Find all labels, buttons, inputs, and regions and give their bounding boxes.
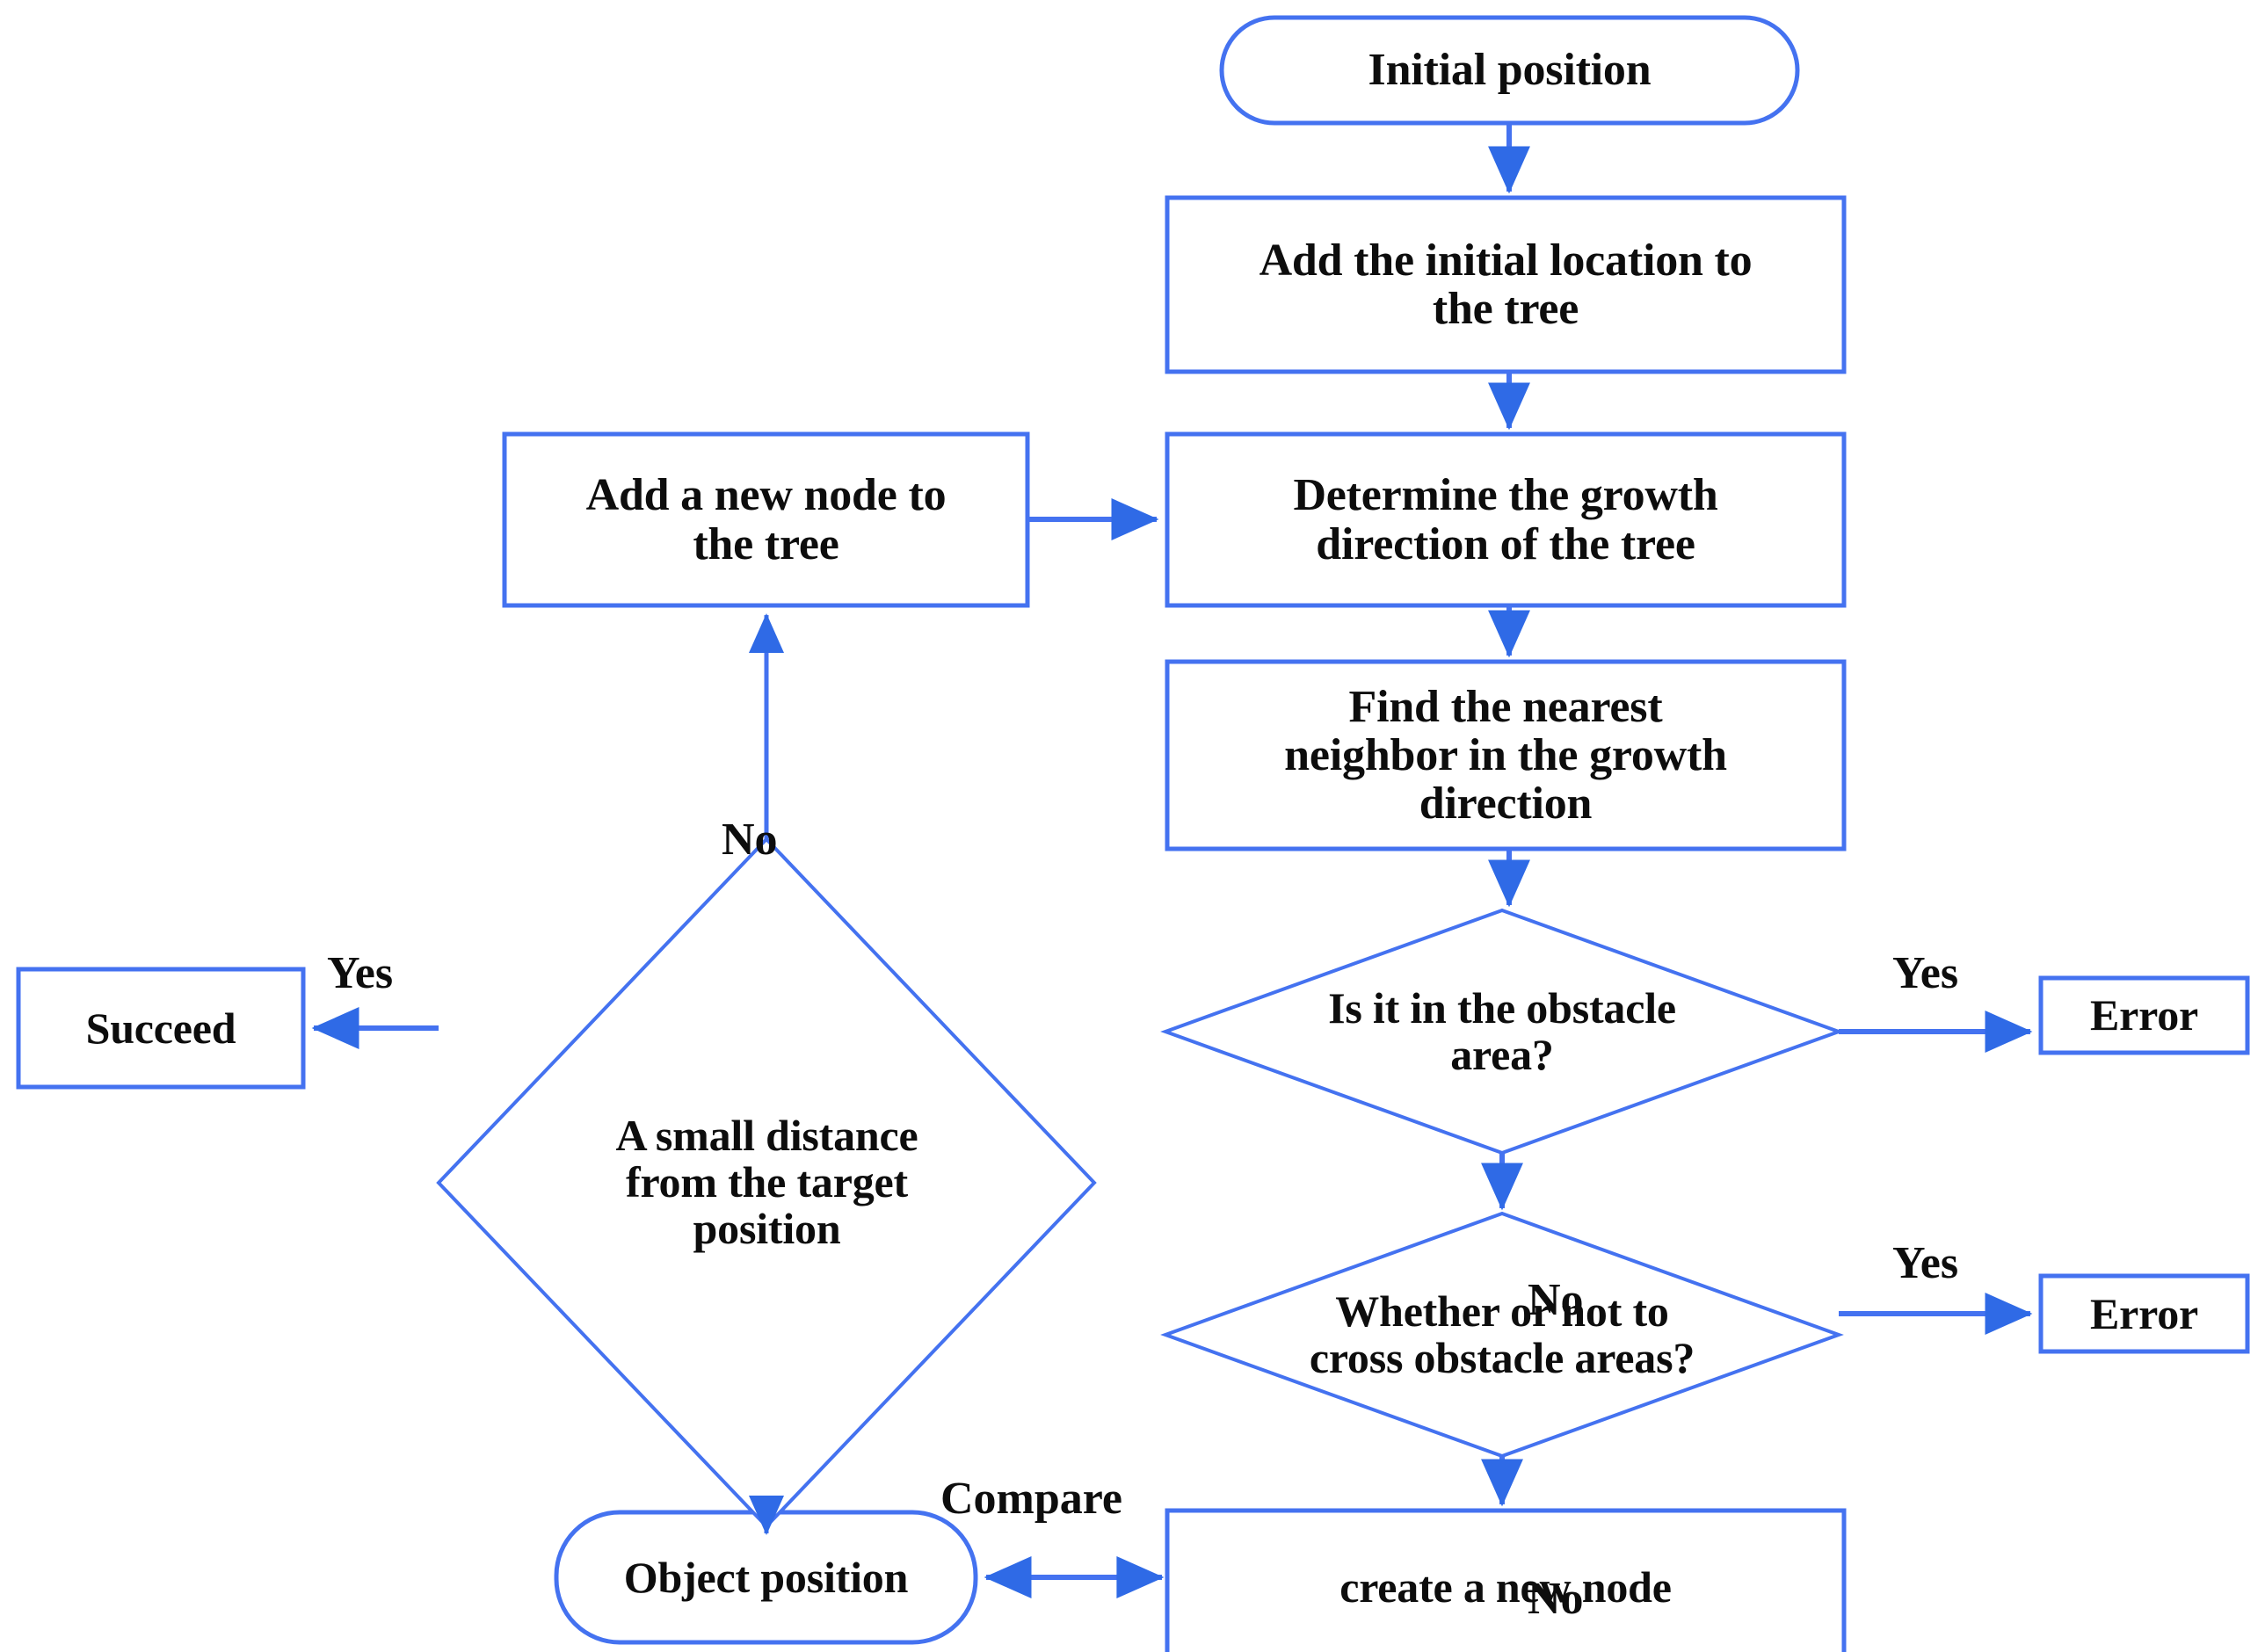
node-shape-determine-growth-direction <box>1165 431 1847 608</box>
node-shape-create-new-node <box>1165 1508 1847 1652</box>
node-shape-succeed <box>16 967 306 1090</box>
node-shape-cross-obstacle-areas <box>1160 1211 1844 1459</box>
node-shape-find-nearest-neighbor <box>1165 659 1847 851</box>
node-shape-error-obstacle <box>2038 975 2250 1055</box>
node-shape-small-distance-from-target <box>436 837 1097 1529</box>
node-shape-is-in-obstacle-area <box>1160 908 1844 1156</box>
node-shape-error-cross <box>2038 1273 2250 1354</box>
node-shape-add-initial-location <box>1165 195 1847 374</box>
node-shape-add-new-node-to-tree <box>502 431 1030 608</box>
node-shape-initial-position <box>1219 15 1800 126</box>
flow-connectors <box>311 123 2033 1598</box>
node-shapes <box>16 15 2250 1652</box>
